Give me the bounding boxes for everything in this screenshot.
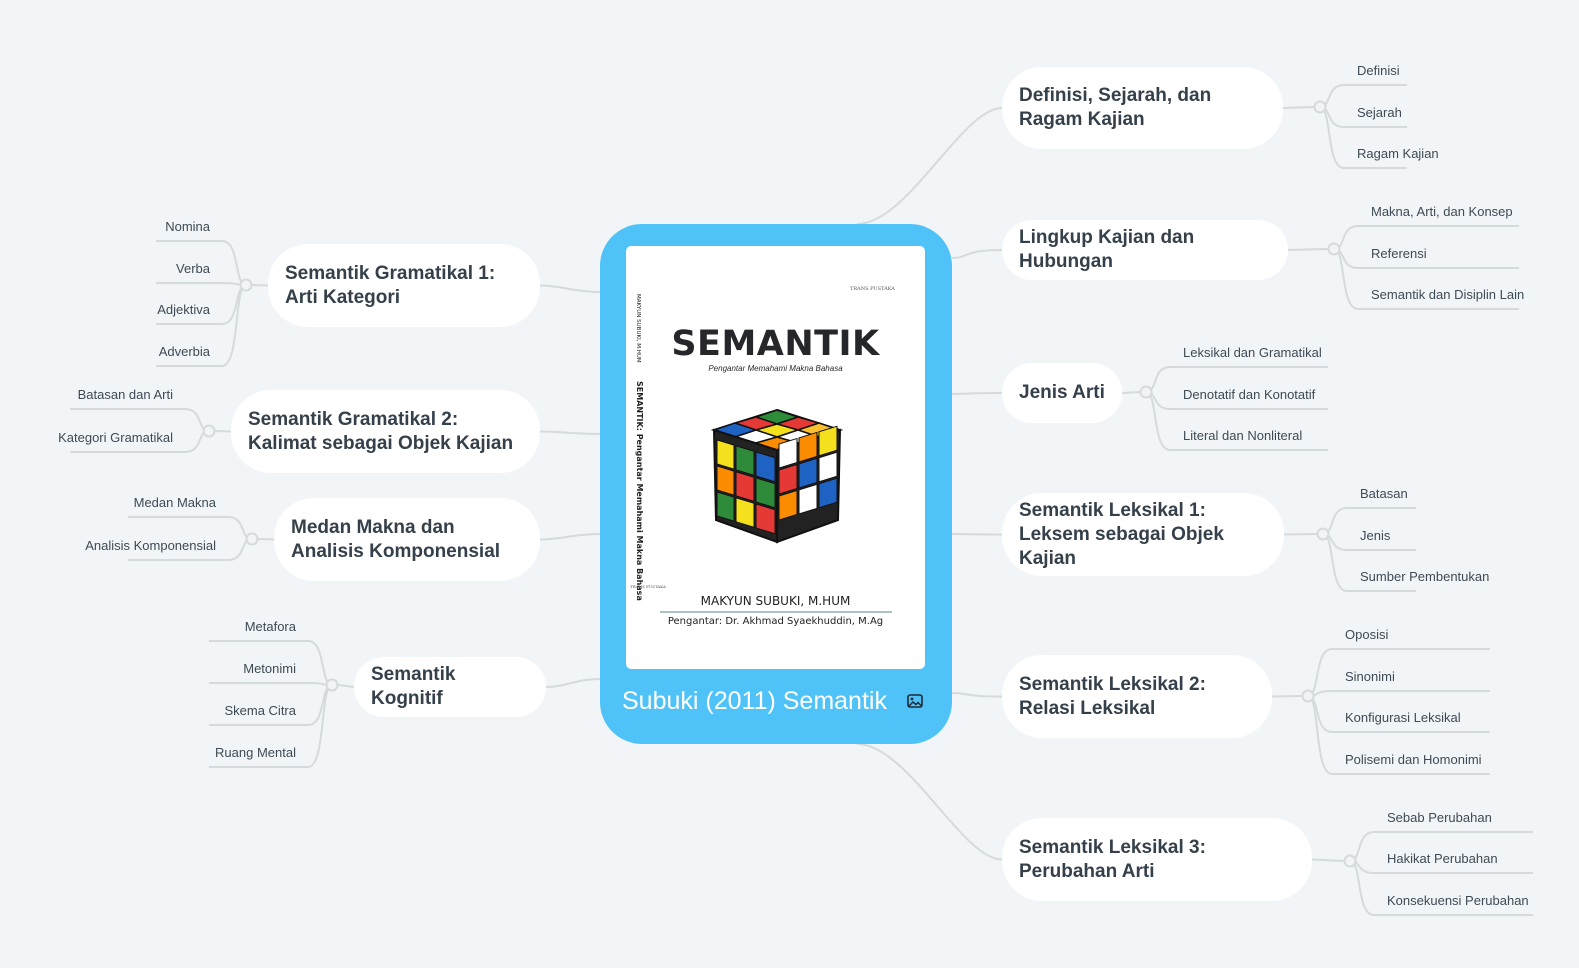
connector-line — [251, 284, 269, 287]
connector-line — [539, 430, 601, 435]
branch-topic[interactable]: Semantik Leksikal 3: Perubahan Arti — [1002, 818, 1312, 901]
connector-line — [1319, 84, 1407, 108]
branch-topic[interactable]: Semantik Gramatikal 1: Arti Kategori — [268, 244, 540, 327]
book-introduction: Pengantar: Dr. Akhmad Syaekhuddin, M.Ag — [667, 616, 884, 627]
collapse-toggle[interactable] — [1316, 527, 1330, 541]
branch-topic[interactable]: Medan Makna dan Analisis Komponensial — [274, 498, 540, 581]
book-cover-image: TRANS PUSTAKA MAKYUN SUBUKI, M.HUM SEMAN… — [626, 246, 925, 669]
connector-line — [1311, 858, 1345, 862]
subtopic-item[interactable]: Jenis — [1360, 528, 1391, 543]
connector-line — [951, 692, 1003, 698]
subtopic-item[interactable]: Sumber Pembentukan — [1360, 569, 1490, 584]
book-author: MAKYUN SUBUKI, M.HUM — [700, 594, 851, 608]
subtopic-item[interactable]: Ruang Mental — [215, 745, 296, 760]
subtopic-item[interactable]: Sejarah — [1357, 105, 1402, 120]
subtopic-item[interactable]: Konfigurasi Leksikal — [1345, 710, 1461, 725]
subtopic-item[interactable]: Literal dan Nonliteral — [1183, 428, 1303, 443]
subtopic-item[interactable]: Adjektiva — [157, 302, 210, 317]
subtopic-item[interactable]: Batasan dan Arti — [77, 387, 173, 402]
book-subtitle: Pengantar Memahami Makna Bahasa — [708, 364, 843, 373]
subtopic-item[interactable]: Sebab Perubahan — [1387, 810, 1492, 825]
subtopic-item[interactable]: Oposisi — [1345, 627, 1389, 642]
subtopic-item[interactable]: Sinonimi — [1345, 669, 1395, 684]
collapse-toggle[interactable] — [1327, 242, 1341, 256]
connector-line — [1287, 248, 1329, 251]
book-title: SEMANTIK — [671, 324, 880, 364]
subtopic-item[interactable]: Verba — [176, 261, 210, 276]
central-topic[interactable]: TRANS PUSTAKA MAKYUN SUBUKI, M.HUM SEMAN… — [600, 224, 952, 744]
collapse-toggle[interactable] — [1139, 385, 1153, 399]
connector-line — [1307, 648, 1490, 697]
publisher-logo-small: TRANS PUSTAKA — [630, 584, 666, 589]
collapse-toggle[interactable] — [1313, 100, 1327, 114]
connector-line — [539, 533, 601, 541]
rubiks-cube-illustration — [710, 408, 844, 544]
subtopic-item[interactable]: Hakikat Perubahan — [1387, 851, 1498, 866]
connector-line — [1307, 690, 1490, 697]
collapse-toggle[interactable] — [245, 532, 259, 546]
subtopic-item[interactable]: Batasan — [1360, 486, 1408, 501]
subtopic-item[interactable]: Referensi — [1371, 246, 1427, 261]
subtopic-item[interactable]: Analisis Komponensial — [85, 538, 216, 553]
branch-topic[interactable]: Semantik Leksikal 1: Leksem sebagai Obje… — [1002, 493, 1284, 576]
subtopic-item[interactable]: Konsekuensi Perubahan — [1387, 893, 1529, 908]
connector-line — [951, 533, 1003, 536]
connector-line — [214, 430, 232, 433]
collapse-toggle[interactable] — [1343, 854, 1357, 868]
collapse-toggle[interactable] — [202, 424, 216, 438]
branch-topic[interactable]: Jenis Arti — [1002, 363, 1122, 423]
image-icon[interactable] — [907, 694, 923, 708]
subtopic-item[interactable]: Makna, Arti, dan Konsep — [1371, 204, 1513, 219]
subtopic-item[interactable]: Adverbia — [158, 344, 210, 359]
subtopic-item[interactable]: Leksikal dan Gramatikal — [1183, 345, 1322, 360]
connector-line — [70, 408, 210, 432]
subtopic-item[interactable]: Skema Citra — [224, 703, 296, 718]
connector-line — [856, 107, 1003, 225]
connector-line — [1121, 391, 1141, 394]
subtopic-item[interactable]: Medan Makna — [133, 495, 216, 510]
subtopic-item[interactable]: Metonimi — [243, 661, 296, 676]
connector-line — [257, 538, 275, 541]
connector-line — [1271, 695, 1303, 698]
connector-line — [539, 284, 601, 293]
collapse-toggle[interactable] — [239, 278, 253, 292]
book-divider — [660, 611, 892, 613]
connector-line — [156, 282, 247, 286]
subtopic-item[interactable]: Metafora — [244, 619, 296, 634]
subtopic-item[interactable]: Definisi — [1357, 63, 1400, 78]
central-topic-title: Subuki (2011) Semantik — [622, 687, 887, 715]
subtopic-item[interactable]: Denotatif dan Konotatif — [1183, 387, 1316, 402]
connector-line — [951, 249, 1003, 259]
subtopic-item[interactable]: Polisemi dan Homonimi — [1345, 752, 1482, 767]
subtopic-item[interactable]: Semantik dan Disiplin Lain — [1371, 287, 1525, 302]
collapse-toggle[interactable] — [1301, 689, 1315, 703]
connector-line — [337, 684, 355, 688]
branch-topic[interactable]: Definisi, Sejarah, dan Ragam Kajian — [1002, 67, 1283, 149]
publisher-logo: TRANS PUSTAKA — [850, 286, 895, 292]
connector-line — [128, 516, 253, 540]
connector-line — [209, 682, 333, 686]
branch-topic[interactable]: Semantik Leksikal 2: Relasi Leksikal — [1002, 655, 1272, 738]
subtopic-item[interactable]: Ragam Kajian — [1357, 146, 1439, 161]
branch-topic[interactable]: Semantik Gramatikal 2: Kalimat sebagai O… — [231, 390, 540, 473]
subtopic-item[interactable]: Nomina — [165, 219, 210, 234]
branch-topic[interactable]: Semantik Kognitif — [354, 657, 546, 717]
book-spine-title: SEMANTIK: Pengantar Memahami Makna Bahas… — [635, 381, 644, 601]
collapse-toggle[interactable] — [325, 678, 339, 692]
connector-line — [1283, 533, 1318, 536]
connector-line — [951, 392, 1003, 395]
branch-topic[interactable]: Lingkup Kajian dan Hubungan — [1002, 220, 1288, 280]
connector-line — [856, 743, 1003, 861]
connector-line — [1282, 106, 1315, 109]
connector-line — [545, 678, 601, 688]
subtopic-item[interactable]: Kategori Gramatikal — [58, 430, 173, 445]
